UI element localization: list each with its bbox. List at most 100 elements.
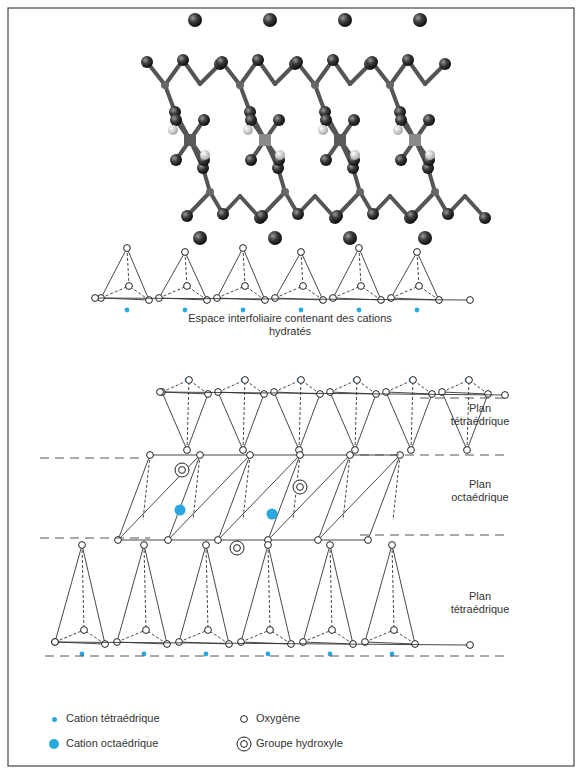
bond-line [218, 540, 268, 541]
oxygen-atom [327, 542, 334, 549]
atom-sphere [292, 208, 304, 220]
octahedral-atom [184, 134, 196, 146]
atom-sphere [245, 114, 257, 126]
oxygen-atom [262, 297, 269, 304]
atom-sphere [320, 114, 332, 126]
oxygen-atom [356, 245, 363, 252]
oxygen-atom [358, 283, 365, 290]
bond-line [417, 252, 419, 286]
atom-sphere [413, 13, 427, 27]
bond-line [179, 630, 208, 642]
oxygen-atom [467, 297, 474, 304]
tetrahedral-cation [266, 652, 271, 657]
bond-line [82, 545, 84, 630]
bond-line [162, 380, 189, 392]
oxygen-atom [242, 377, 249, 384]
bond-line [118, 455, 200, 540]
bond-line [365, 642, 415, 644]
atom-sphere [338, 13, 352, 27]
oxygen-atom [354, 377, 361, 384]
atom-sphere [331, 210, 343, 222]
oxygen-atom [226, 641, 233, 648]
hydroxyl-group [241, 741, 248, 748]
bond-line [299, 380, 301, 450]
bond-line [218, 455, 250, 540]
atom-sphere [439, 58, 451, 70]
bond-line [343, 455, 350, 520]
tetrahedral-cation [357, 308, 362, 313]
bond-line [368, 455, 400, 540]
bond-line [159, 252, 185, 298]
atom-sphere [263, 13, 277, 27]
bond-line [333, 248, 359, 298]
bond-stick [176, 120, 204, 160]
tetrahedral-cation [125, 308, 130, 313]
oxygen-atom [467, 642, 474, 649]
legend-text: Cation tétraédrique [66, 712, 160, 725]
bond-line [144, 545, 146, 630]
bond-line [185, 252, 187, 286]
bond-line [365, 630, 394, 642]
bond-line [117, 630, 146, 642]
oxygen-atom [408, 447, 415, 454]
atom-sphere [395, 114, 407, 126]
oxygen-atom [485, 391, 492, 398]
bond-line [365, 545, 392, 642]
oxygen-atom [297, 452, 304, 459]
oxygen-atom [126, 283, 133, 290]
bond-line [162, 392, 187, 450]
bond-line [143, 455, 150, 520]
bond-line [117, 545, 144, 642]
atom-sphere [366, 56, 378, 68]
oxygen-atom [186, 377, 193, 384]
oxygen-atom [205, 627, 212, 634]
bond-stick [326, 120, 354, 160]
oxygen-atom [502, 392, 509, 399]
bond-line [330, 392, 355, 450]
tetrahedral-cation [415, 308, 420, 313]
oxygen-atom [157, 389, 164, 396]
oxygen-atom [146, 297, 153, 304]
bond-line [275, 252, 301, 298]
atom-sphere [181, 210, 193, 222]
atom-sphere [320, 154, 332, 166]
atom-sphere [141, 56, 153, 68]
oxygen-atom [320, 297, 327, 304]
atom-sphere [256, 210, 268, 222]
bond-line [218, 392, 243, 450]
oxygen-atom [327, 389, 334, 396]
oxygen-atom [240, 447, 247, 454]
bond-line [241, 630, 270, 642]
bond-line [299, 394, 320, 450]
bond-line [243, 394, 264, 450]
bond-line [274, 380, 301, 392]
bond-stick [251, 120, 279, 160]
bond-line [318, 455, 350, 540]
atom-sphere [273, 114, 285, 126]
legend-swatch [49, 739, 59, 749]
legend-swatch [52, 717, 57, 722]
oxygen-atom [365, 537, 372, 544]
bond-line [243, 455, 250, 520]
atom-sphere [275, 150, 285, 160]
atom-sphere [418, 231, 432, 245]
oxygen-atom [124, 245, 131, 252]
hydroxyl-group [293, 480, 307, 494]
oxygen-atom [410, 377, 417, 384]
oxygen-atom [214, 295, 221, 302]
atom-sphere [217, 208, 229, 220]
atom-sphere [170, 154, 182, 166]
bond-line [193, 455, 200, 520]
bond-line [411, 394, 432, 450]
atom-sphere [479, 212, 491, 224]
bond-stick [401, 120, 429, 160]
oxygen-atom [391, 627, 398, 634]
oxygen-atom [242, 283, 249, 290]
bond-line [168, 540, 218, 541]
bond-stick [326, 120, 354, 160]
legend-text: Cation octaédrique [66, 737, 158, 750]
bond-line [160, 392, 505, 395]
octahedral-atom [409, 134, 421, 146]
bond-line [386, 380, 413, 392]
oxygen-atom [267, 627, 274, 634]
